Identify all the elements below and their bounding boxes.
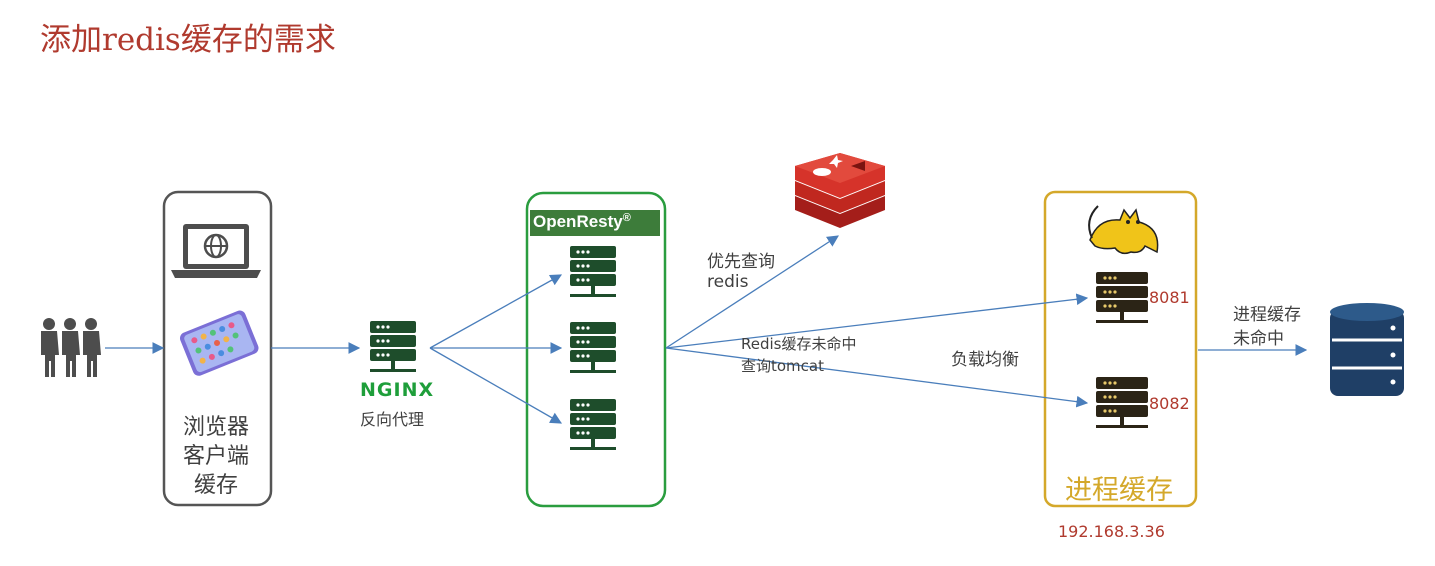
redis-icon (795, 153, 885, 228)
phone-icon (179, 310, 259, 376)
openresty-registered-mark: ® (622, 212, 631, 224)
database-icon (1330, 303, 1404, 396)
arrow-openresty-tomcat-8081 (665, 293, 1089, 349)
tomcat-server-8081 (1096, 272, 1148, 323)
arrow-nginx-openresty-3 (429, 347, 563, 424)
load-balance-label: 负载均衡 (951, 350, 1019, 370)
laptop-globe-icon (171, 224, 261, 278)
nginx-logo-text: NGINX (360, 379, 435, 401)
port-8082-label: 8082 (1149, 394, 1190, 413)
openresty-label-text: OpenResty (533, 212, 623, 231)
openresty-server-2 (570, 322, 616, 373)
edge-label-redis-2: redis (707, 272, 749, 292)
browser-cache-label-1: 浏览器 (183, 415, 250, 440)
tomcat-server-8082 (1096, 377, 1148, 428)
edge-label-redis-1: 优先查询 (707, 252, 775, 272)
openresty-server-1 (570, 246, 616, 297)
arrows (105, 235, 1308, 424)
edge-label-tomcat-2: 查询tomcat (741, 357, 824, 375)
tomcat-ip-label: 192.168.3.36 (1058, 522, 1165, 541)
browser-cache-label-3: 缓存 (194, 473, 239, 498)
openresty-label: OpenResty® (533, 212, 631, 232)
edge-label-tomcat-1: Redis缓存未命中 (741, 335, 857, 353)
openresty-server-3 (570, 399, 616, 450)
openresty-box (525, 191, 667, 508)
arrow-openresty-redis (665, 235, 839, 349)
tomcat-box (1043, 190, 1198, 508)
port-8081-label: 8081 (1149, 288, 1190, 307)
arrow-nginx-openresty-1 (429, 274, 563, 349)
openresty-logo (530, 210, 660, 236)
process-cache-label: 进程缓存 (1065, 475, 1173, 506)
tomcat-icon (1088, 205, 1159, 255)
people-icon (41, 318, 101, 377)
arrow-openresty-tomcat-8082 (665, 347, 1089, 408)
edge-label-db-1: 进程缓存 (1233, 305, 1301, 325)
nginx-caption: 反向代理 (360, 410, 425, 429)
page-title: 添加redis缓存的需求 (40, 22, 336, 58)
browser-cache-label-2: 客户端 (183, 444, 250, 469)
nginx-server-icon (370, 321, 416, 372)
edge-label-db-2: 未命中 (1233, 329, 1284, 349)
